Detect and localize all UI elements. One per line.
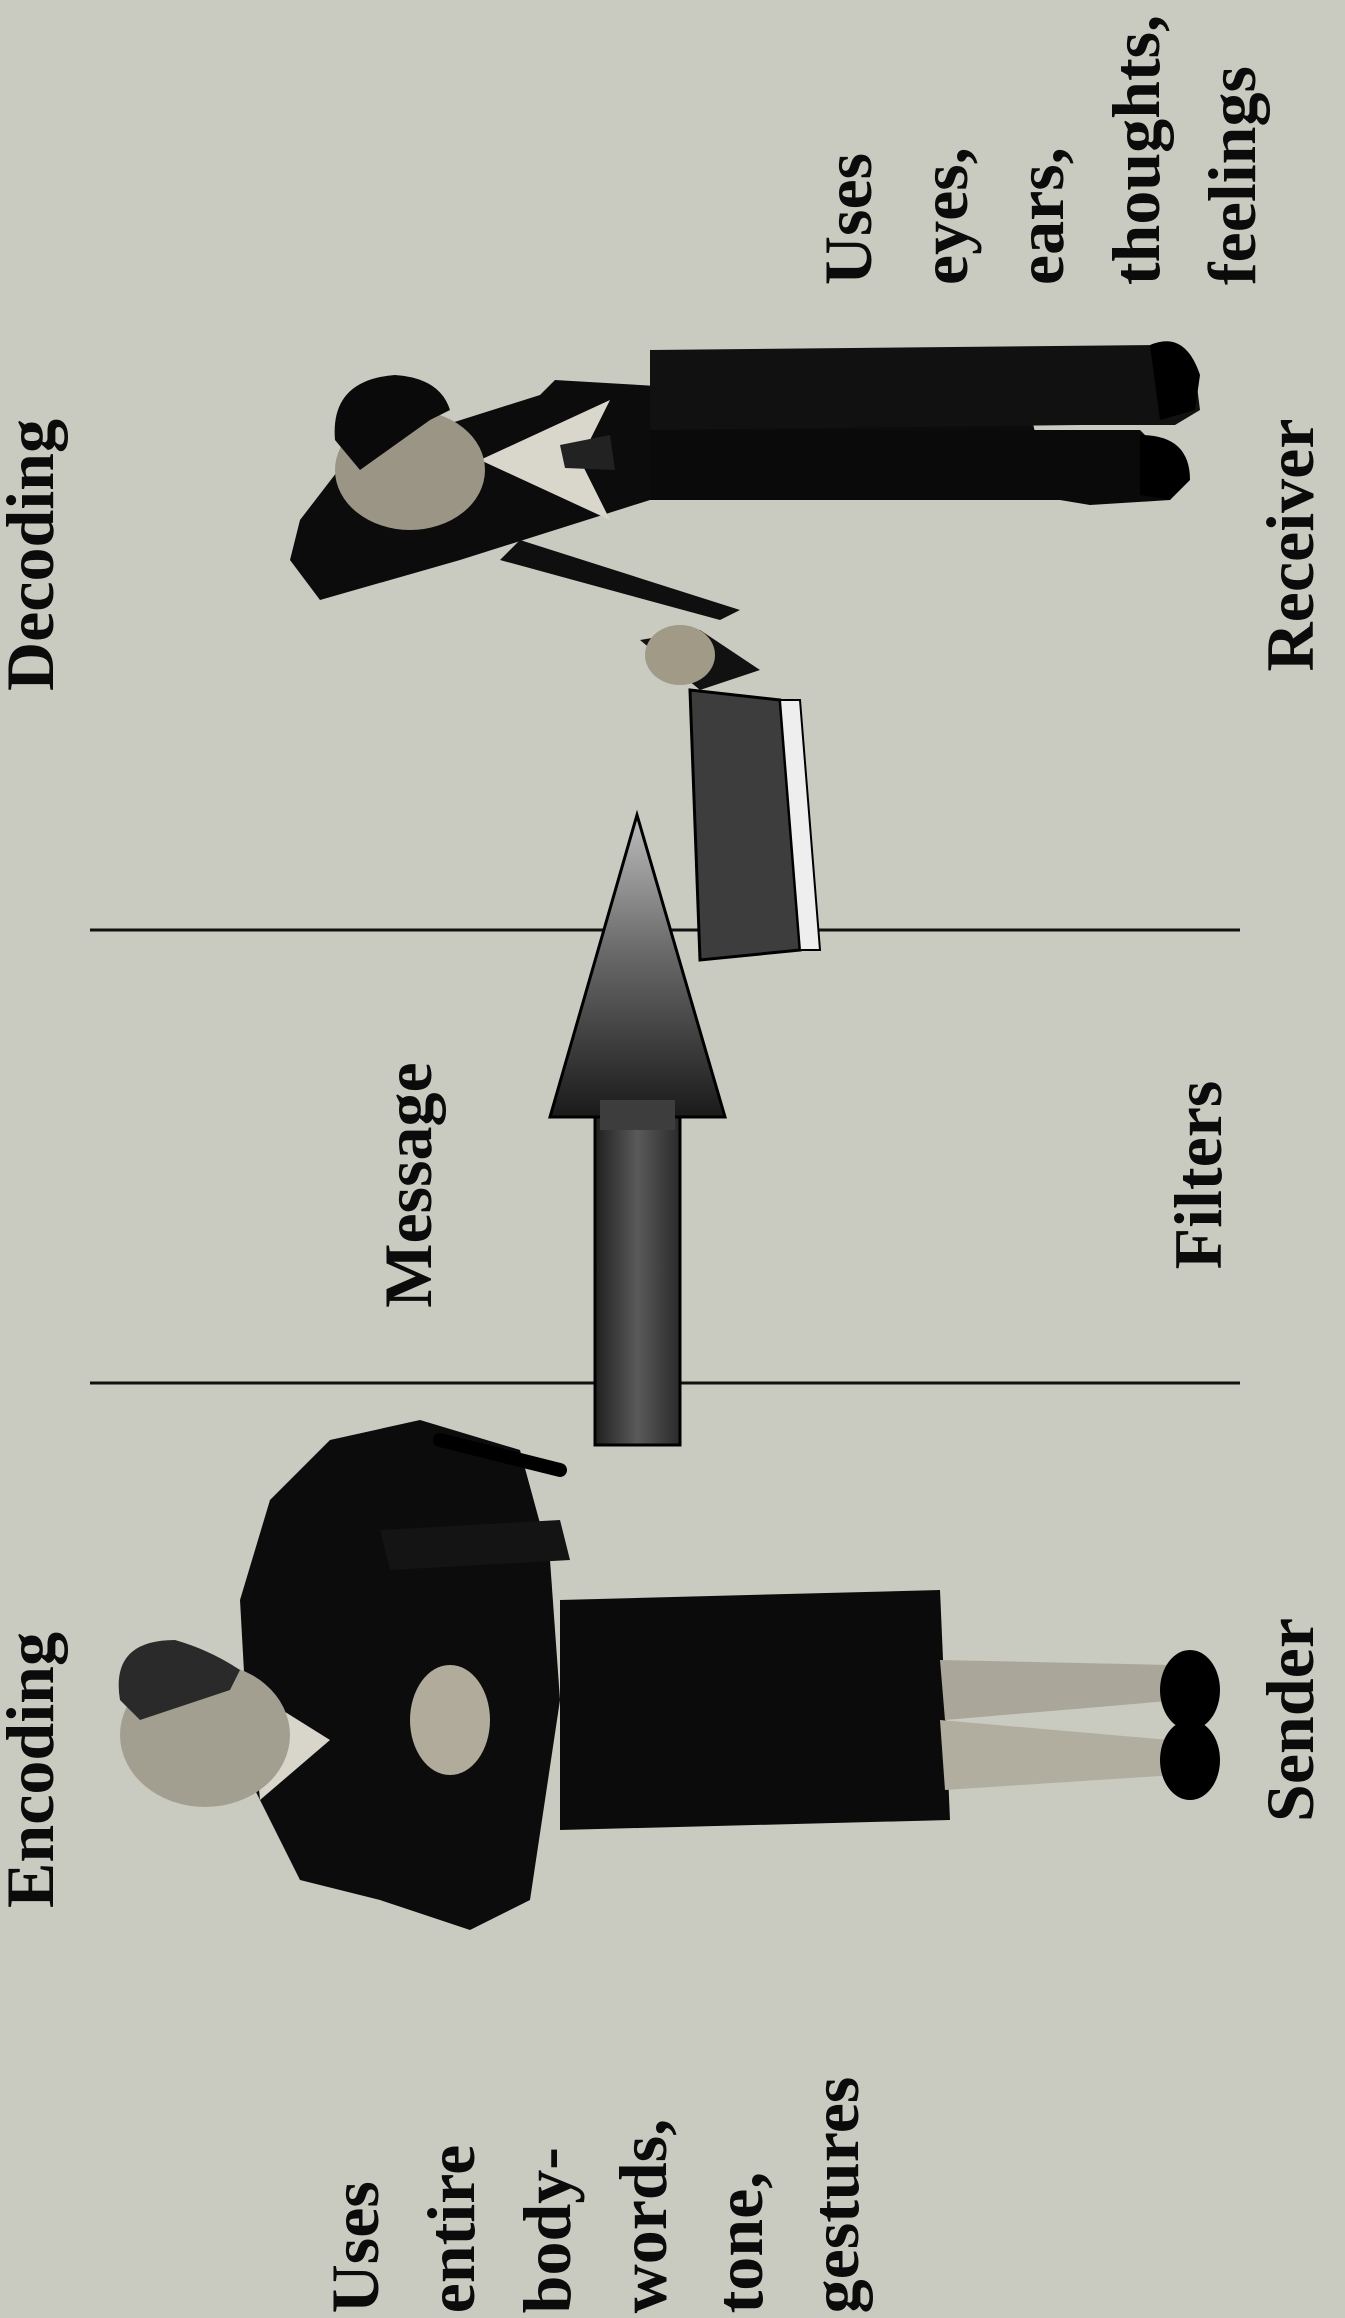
sender-label: Sender: [1256, 1618, 1324, 1822]
sender-desc-line: gestures: [787, 2077, 883, 2314]
message-label: Message: [374, 1062, 442, 1307]
sender-figure: [119, 1420, 1220, 1930]
filters-label: Filters: [1164, 1081, 1232, 1270]
receiver-desc-line: feelings: [1184, 15, 1280, 285]
receiver-label: Receiver: [1256, 419, 1324, 672]
decoding-label: Decoding: [0, 419, 64, 691]
sender-desc-line: body-: [499, 2077, 595, 2314]
sender-desc-line: tone,: [691, 2077, 787, 2314]
sender-desc-line: entire: [403, 2077, 499, 2314]
sender-desc-line: words,: [595, 2077, 691, 2314]
receiver-desc-line: eyes,: [896, 15, 992, 285]
receiver-desc-line: Uses: [800, 15, 896, 285]
receiver-description: Uses eyes, ears, thoughts, feelings: [800, 15, 1280, 285]
receiver-figure: [290, 341, 1200, 960]
receiver-desc-line: thoughts,: [1088, 15, 1184, 285]
sender-desc-line: Uses: [307, 2077, 403, 2314]
encoding-label: Encoding: [0, 1632, 64, 1908]
sender-description: Uses entire body- words, tone, gestures: [307, 2077, 883, 2314]
receiver-desc-line: ears,: [992, 15, 1088, 285]
